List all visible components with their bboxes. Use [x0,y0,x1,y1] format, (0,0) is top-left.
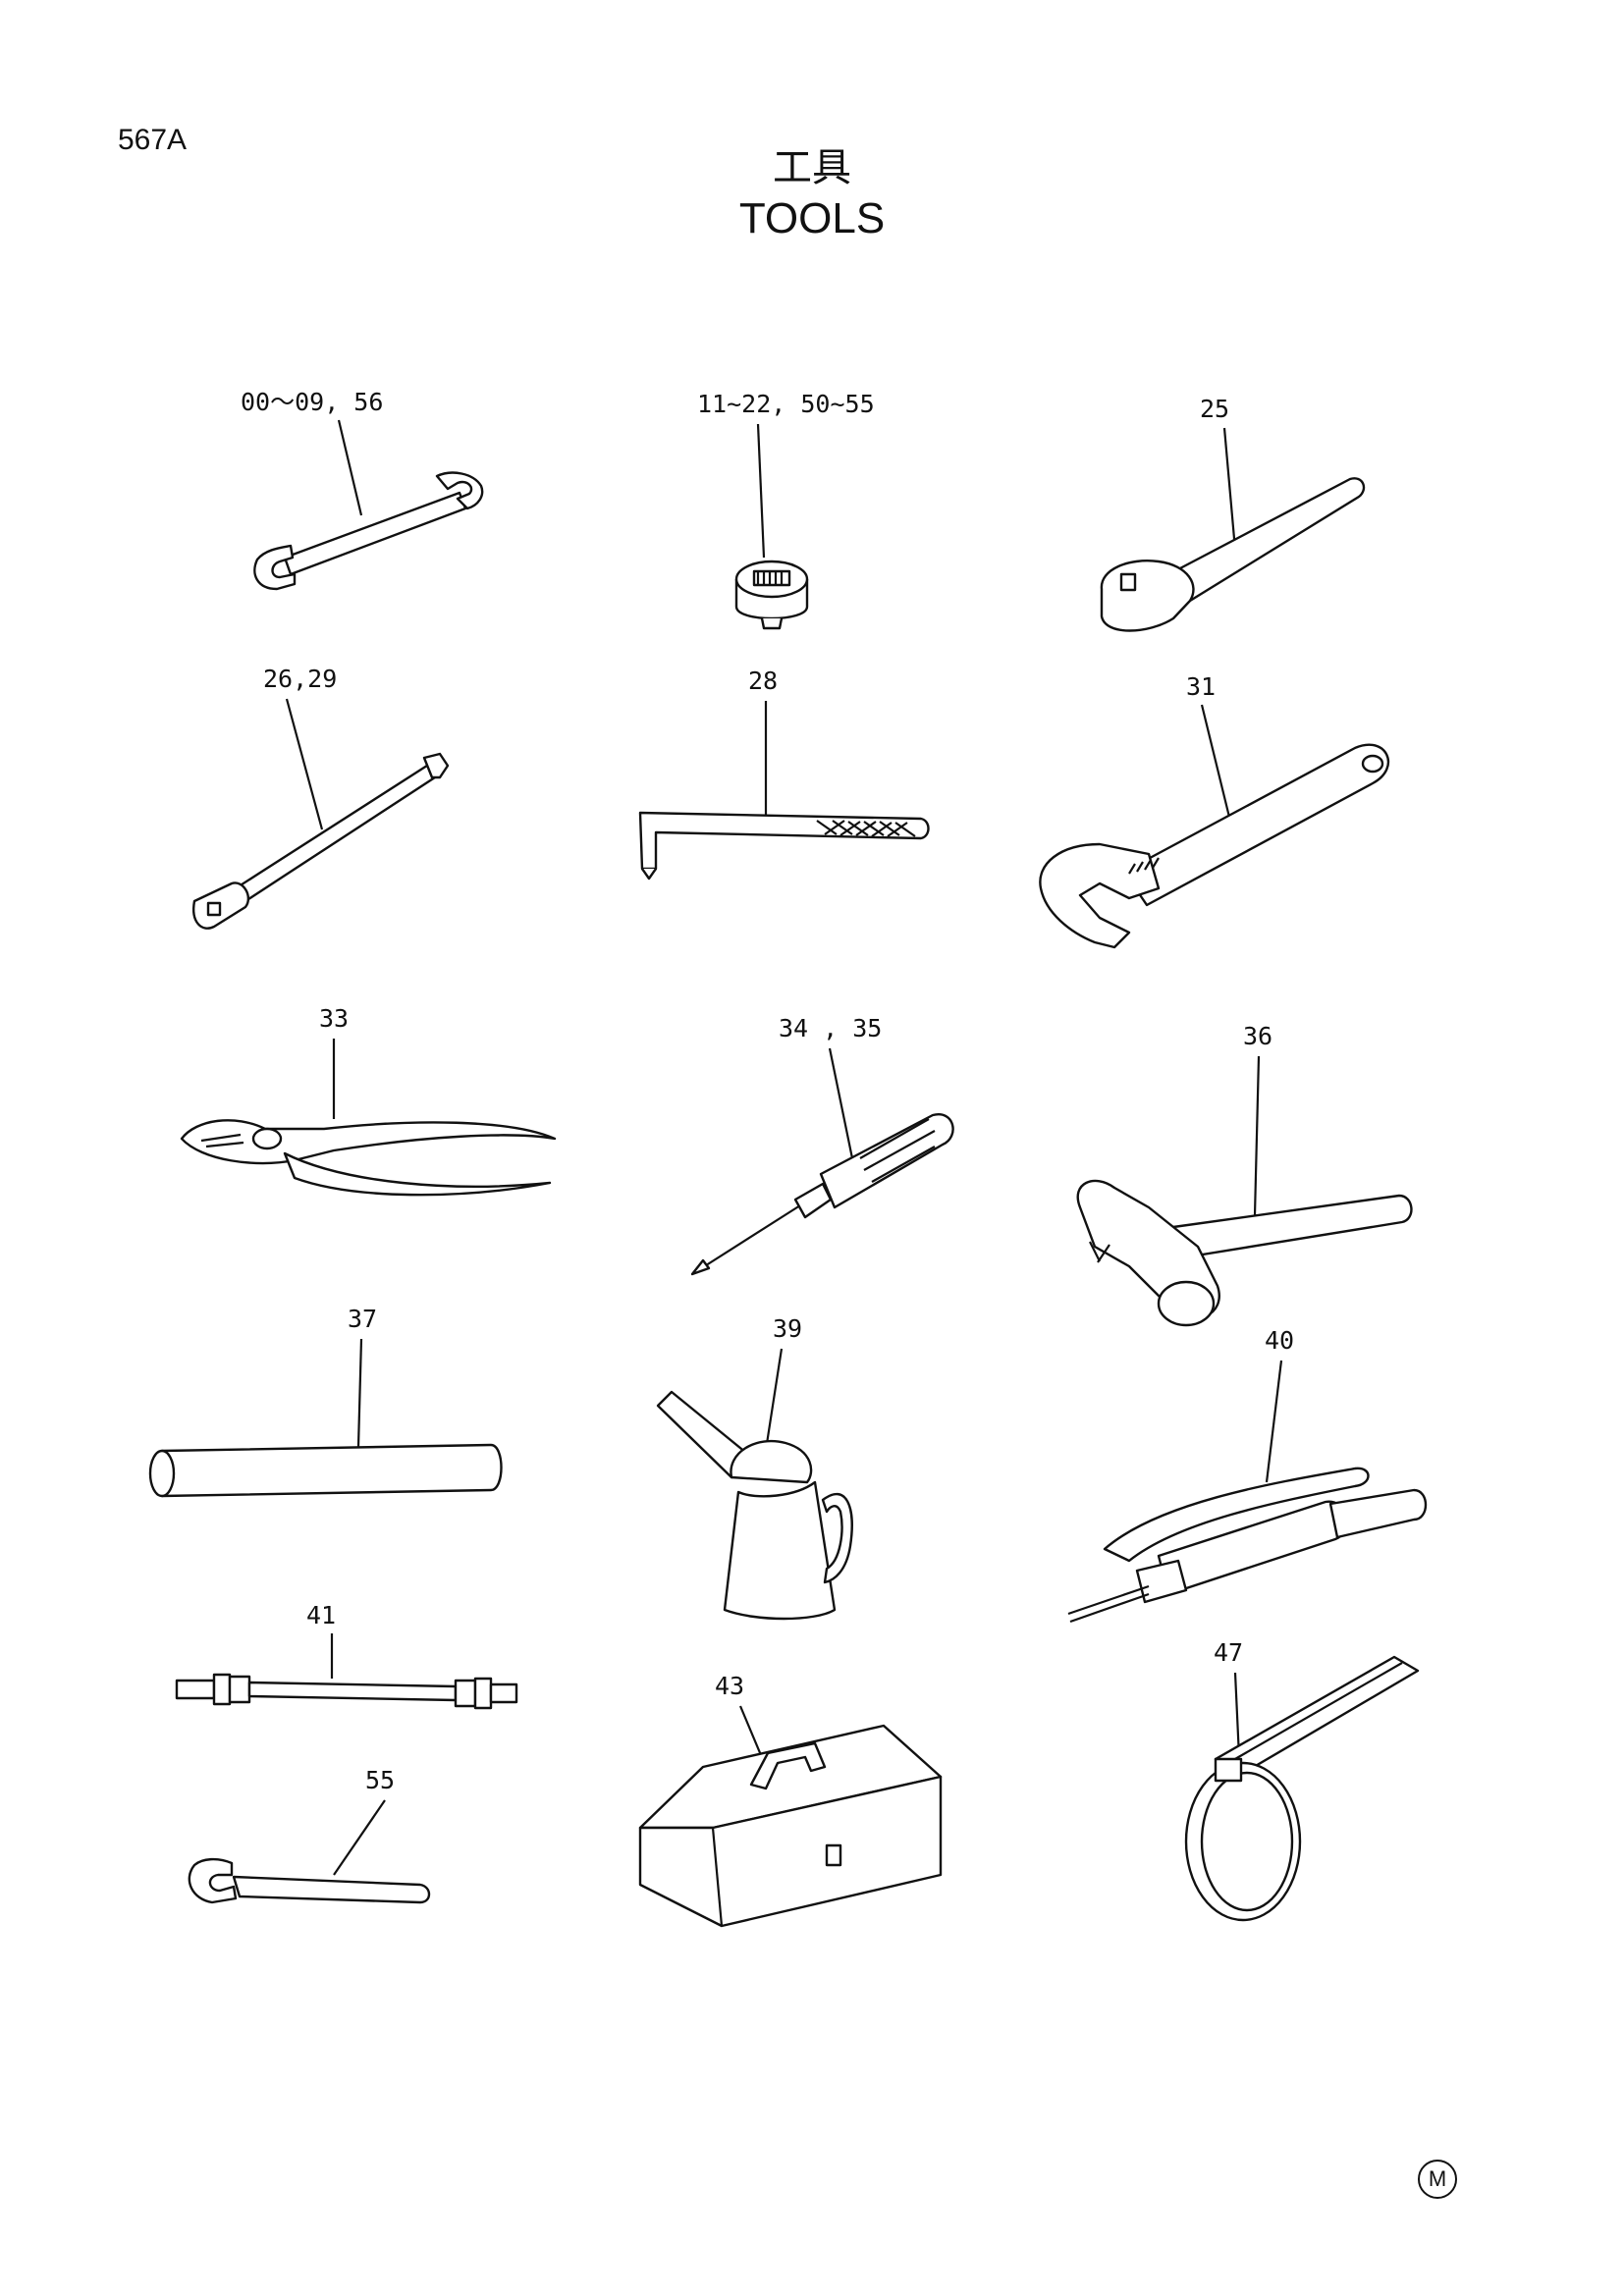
extension-bar-group: 26,29 [192,665,450,930]
callout-ratchet-handle: 25 [1200,395,1229,423]
callout-pliers: 33 [319,1004,349,1033]
registered-mark: M [1418,2160,1457,2199]
leader-line [828,1047,854,1159]
callout-wrench-double: 00～09, 56 [241,388,383,416]
callout-toolbox: 43 [715,1672,744,1700]
ratchet-handle-group: 25 [1100,395,1366,632]
adjustable-wrench-group: 31 [1039,672,1390,949]
callout-hose: 41 [306,1601,336,1629]
leader-line [285,698,324,830]
callout-adjustable-wrench: 31 [1186,672,1216,701]
callout-socket: 11~22, 50~55 [697,390,875,418]
hex-key-group: 28 [638,667,930,881]
leader-line [1222,427,1237,551]
callout-pipe: 37 [348,1305,377,1333]
hex-key-drawing [638,811,930,881]
hammer-drawing [1076,1179,1413,1327]
leader-line [1265,1360,1283,1483]
screwdriver-drawing [690,1112,954,1276]
leader-line [1233,1672,1241,1758]
callout-hex-key: 28 [748,667,778,695]
hose-group: 41 [175,1601,518,1710]
pipe-group: 37 [148,1305,503,1498]
single-wrench-group: 55 [188,1766,431,1904]
toolbox-group: 43 [638,1672,943,1928]
double-end-wrench-drawing [253,471,484,591]
ratchet-drawing [1100,477,1366,632]
callout-oil-can: 39 [773,1314,802,1343]
pipe-drawing [148,1443,503,1498]
leader-line [333,1799,386,1876]
hammer-group: 36 [1076,1022,1413,1327]
leader-line [356,1338,363,1448]
leader-line [756,423,766,559]
screwdriver-group: 34 , 35 [690,1014,954,1276]
page-title-japanese: 工具 [773,145,851,190]
oil-can-drawing [656,1390,853,1621]
oil-can-group: 39 [656,1314,853,1621]
callout-grease-gun: 40 [1265,1326,1294,1355]
page-number: 567A [118,124,188,156]
grease-gun-drawing [1067,1467,1428,1624]
toolbox-drawing [638,1724,943,1928]
grease-gun-group: 40 [1067,1326,1428,1624]
pliers-group: 33 [180,1004,557,1197]
adjustable-wrench-drawing [1039,743,1390,949]
socket-group: 11~22, 50~55 [697,390,875,630]
callout-extension-bar: 26,29 [263,665,337,693]
hose-drawing [175,1673,518,1710]
wrench-double-group: 00～09, 56 [241,388,484,591]
filter-wrench-group: 47 [1184,1638,1420,1922]
filter-wrench-drawing [1184,1655,1420,1922]
single-wrench-drawing [188,1857,431,1904]
page-title: TOOLS [738,194,886,242]
pliers-drawing [180,1119,557,1197]
extension-bar-drawing [192,752,450,930]
callout-single-wrench: 55 [365,1766,395,1794]
callout-hammer: 36 [1243,1022,1272,1050]
leader-line [1253,1055,1261,1216]
callout-screwdriver: 34 , 35 [779,1014,882,1042]
leader-line [337,419,363,516]
socket-drawing [734,560,809,630]
callout-filter-wrench: 47 [1214,1638,1243,1667]
